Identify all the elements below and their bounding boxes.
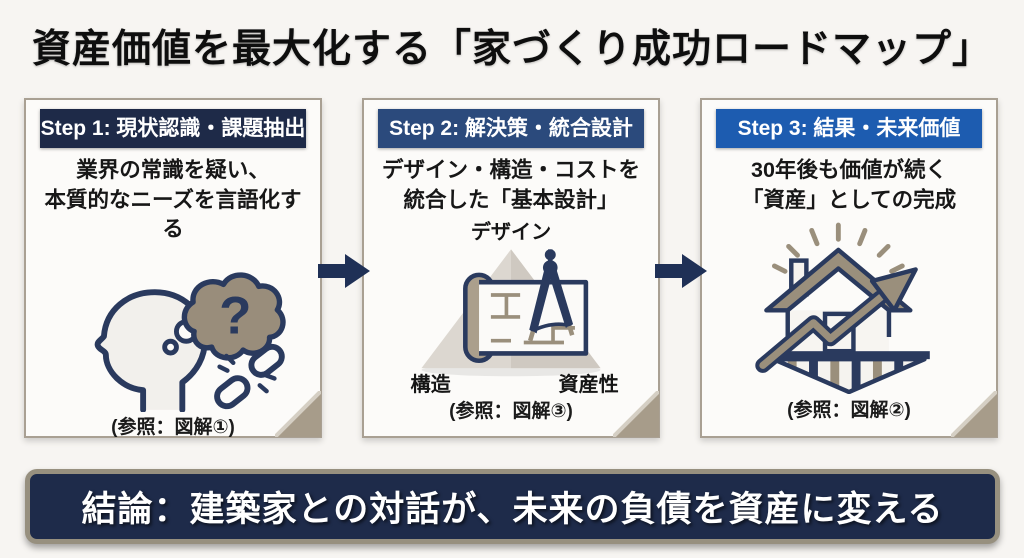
triangle-label-bottom-right: 資産性: [559, 372, 619, 396]
step3-desc-line1: 30年後も価値が続く: [751, 158, 947, 182]
step1-description: 業界の常識を疑い、 本質的なニーズを言語化する: [36, 156, 310, 245]
step2-reference: (参照：図解③): [449, 401, 573, 423]
thought-cloud-icon: [181, 272, 286, 361]
break-spark-icon: [216, 353, 277, 394]
step2-desc-line1: デザイン・構造・コストを: [381, 158, 640, 182]
step-card-1: Step 1: 現状認識・課題抽出 業界の常識を疑い、 本質的なニーズを言語化す…: [24, 98, 322, 438]
step-card-2: Step 2: 解決策・統合設計 デザイン・構造・コストを 統合した「基本設計」…: [362, 98, 660, 438]
page-fold-corner-icon: [275, 391, 321, 437]
step3-header: Step 3: 結果・未来価値: [716, 109, 982, 148]
foundation-triangle-outline: [771, 357, 927, 395]
foundation-bar: [768, 351, 930, 360]
step-card-3: Step 3: 結果・未来価値 30年後も価値が続く 「資産」としての完成: [700, 98, 998, 438]
step3-reference: (参照：図解②): [787, 400, 911, 421]
thought-bubble-small-icon: [161, 338, 179, 356]
sun-rays-icon: [771, 222, 905, 274]
right-arrow-shape: [318, 254, 370, 288]
triangle-label-top: デザイン: [471, 220, 551, 244]
broken-chain-icon: [213, 343, 285, 410]
conclusion-text: 結論：建築家との対話が、未来の負債を資産に変える: [81, 490, 944, 529]
conclusion-banner: 結論：建築家との対話が、未来の負債を資産に変える: [25, 469, 1000, 544]
step3-desc-line2: 「資産」としての完成: [741, 187, 957, 212]
right-arrow-shape: [655, 254, 707, 288]
triangle-label-bottom-left: 構造: [411, 372, 452, 396]
step1-reference: (参照：図解①): [111, 416, 235, 438]
page-title: 資産価値を最大化する「家づくり成功ロードマップ」: [31, 28, 992, 71]
step2-header: Step 2: 解決策・統合設計: [378, 109, 644, 148]
step1-icon-box: ?: [36, 245, 310, 412]
house-value-growth-icon: [755, 222, 930, 395]
page-fold-corner-icon: [613, 391, 659, 437]
step1-desc-line1: 業界の常識を疑い、: [76, 158, 270, 182]
right-arrow-icon: [318, 254, 370, 288]
drafting-compass-icon: [527, 249, 575, 342]
step1-desc-line2: 本質的なニーズを言語化する: [44, 187, 302, 242]
thinking-head-broken-chain-icon: ?: [94, 272, 286, 412]
step3-icon-box: [712, 215, 986, 395]
growth-arrow-icon: [755, 267, 918, 374]
page-fold-corner-icon: [951, 391, 997, 437]
question-mark-icon: ?: [219, 286, 251, 345]
floor-plan-lines: [490, 293, 575, 345]
design-triangle-blueprint-compass-icon: デザイン 構造 資産性: [411, 220, 619, 397]
step2-description: デザイン・構造・コストを 統合した「基本設計」: [374, 156, 648, 215]
step1-header: Step 1: 現状認識・課題抽出: [40, 109, 306, 148]
step3-description: 30年後も価値が続く 「資産」としての完成: [712, 156, 986, 215]
step2-desc-line2: 統合した「基本設計」: [403, 187, 619, 212]
step2-icon-box: デザイン 構造 資産性: [374, 215, 648, 397]
right-arrow-icon: [655, 254, 707, 288]
